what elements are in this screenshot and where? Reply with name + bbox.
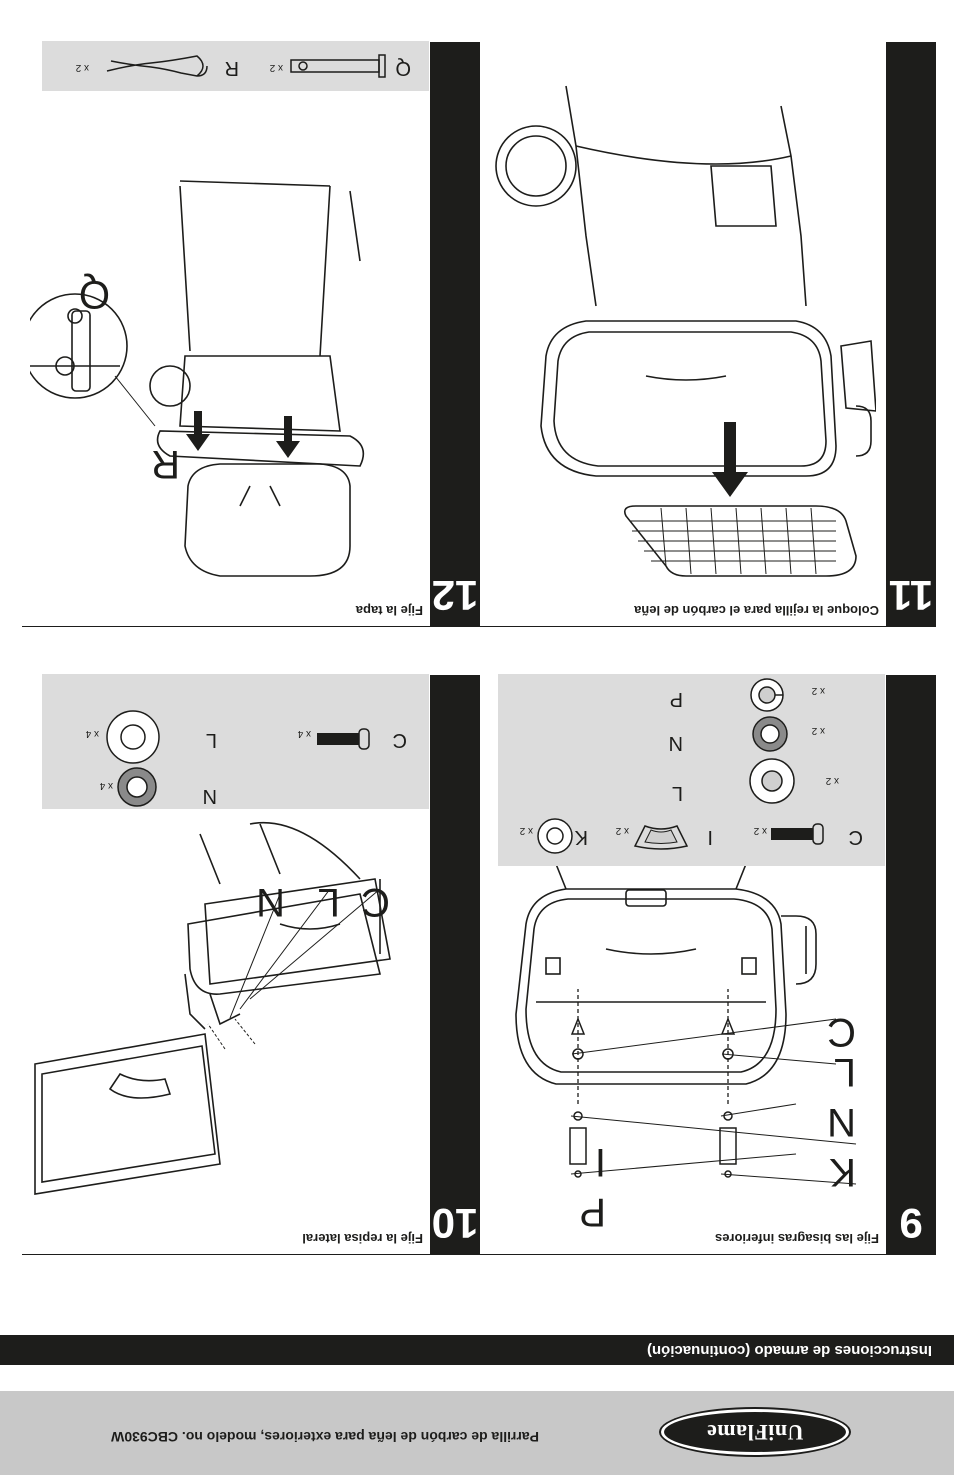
large-washer-icon bbox=[749, 758, 795, 804]
part-qty: x 2 bbox=[615, 825, 629, 836]
step-number: 12 bbox=[431, 572, 479, 619]
part-qty: x 2 bbox=[825, 775, 839, 786]
hairpin-clip-icon bbox=[106, 55, 208, 77]
bolt-icon bbox=[771, 823, 824, 845]
step-title: Fije la repisa lateral bbox=[302, 1231, 423, 1246]
part-letter-I: I bbox=[707, 826, 713, 848]
callout-N: N bbox=[827, 1100, 856, 1144]
part-letter-L: L bbox=[671, 782, 683, 804]
nut-icon bbox=[750, 678, 784, 712]
callout-R: R bbox=[151, 442, 180, 486]
part-qty: x 4 bbox=[297, 728, 311, 739]
step-panel-9: 9 Fije las bisagras inferiores bbox=[478, 674, 936, 1255]
part-letter-N: N bbox=[668, 732, 683, 754]
part-letter-C: C bbox=[848, 826, 863, 848]
part-letter-Q: Q bbox=[395, 57, 411, 79]
callout-Q: Q bbox=[78, 272, 110, 316]
part-letter-C: C bbox=[392, 729, 407, 751]
part-letter-R: R bbox=[224, 57, 239, 79]
washer-icon bbox=[537, 818, 573, 854]
step-panel-12: 12 Fije la tapa bbox=[22, 41, 480, 627]
lock-washer-icon bbox=[752, 716, 788, 752]
part-qty: x 2 bbox=[753, 825, 767, 836]
callout-C: C bbox=[827, 1010, 856, 1054]
callout-L: L bbox=[317, 880, 340, 924]
callout-I: I bbox=[594, 1140, 606, 1184]
step-number: 11 bbox=[888, 572, 934, 619]
parts-list: C x 4 L x 4 N x 4 bbox=[42, 674, 429, 809]
part-qty: x 4 bbox=[85, 728, 99, 739]
callout-K: K bbox=[829, 1150, 856, 1194]
step-side-bar bbox=[886, 42, 936, 626]
section-header: Instrucciones de armado (continuación) bbox=[0, 1335, 954, 1365]
step-side-bar bbox=[886, 675, 936, 1254]
parts-list: Q x 2 R x 2 bbox=[42, 41, 429, 91]
lock-washer-icon bbox=[117, 767, 157, 807]
side-shelf-diagram bbox=[34, 821, 391, 1195]
part-qty: x 2 bbox=[269, 62, 283, 73]
charcoal-grate-diagram bbox=[495, 85, 876, 577]
callout-C: C bbox=[361, 880, 390, 924]
part-qty: x 2 bbox=[75, 62, 89, 73]
step-number: 9 bbox=[899, 1200, 923, 1247]
parts-list: C x 2 I x 2 K x 2 L x 2 bbox=[498, 674, 885, 866]
pin-icon bbox=[290, 54, 386, 78]
lid-diagram bbox=[30, 180, 365, 577]
part-qty: x 4 bbox=[99, 780, 113, 791]
brand-name: UniFlame bbox=[706, 1420, 804, 1445]
step-number: 10 bbox=[431, 1200, 479, 1247]
brand-logo: UniFlame bbox=[661, 1409, 849, 1455]
part-letter-P: P bbox=[669, 688, 683, 710]
callout-P: P bbox=[579, 1190, 606, 1234]
part-qty: x 2 bbox=[811, 725, 825, 736]
footer-model-text: Parrilla de carbón de leña para exterior… bbox=[111, 1429, 539, 1445]
section-title: Instrucciones de armado (continuación) bbox=[646, 1342, 932, 1359]
part-letter-N: N bbox=[202, 785, 217, 807]
handle-icon bbox=[633, 825, 689, 850]
step-panel-10: 10 Fije la repisa lateral bbox=[22, 674, 480, 1255]
bolt-icon bbox=[317, 728, 370, 750]
step-side-bar bbox=[430, 675, 480, 1254]
part-qty: x 2 bbox=[519, 825, 533, 836]
step-panel-11: 11 Coloque la rejilla para el carbón de … bbox=[478, 42, 936, 627]
step-side-bar bbox=[430, 42, 480, 626]
bottom-hinges-diagram bbox=[515, 863, 857, 1185]
footer-band: UniFlame Parrilla de carbón de leña para… bbox=[0, 1391, 954, 1475]
callout-L: L bbox=[833, 1050, 856, 1094]
large-washer-icon bbox=[106, 710, 160, 764]
part-letter-L: L bbox=[205, 729, 217, 751]
part-letter-K: K bbox=[574, 826, 588, 848]
part-qty: x 2 bbox=[811, 685, 825, 696]
step-title: Fije las bisagras inferiores bbox=[714, 1231, 879, 1246]
callout-N: N bbox=[256, 880, 285, 924]
